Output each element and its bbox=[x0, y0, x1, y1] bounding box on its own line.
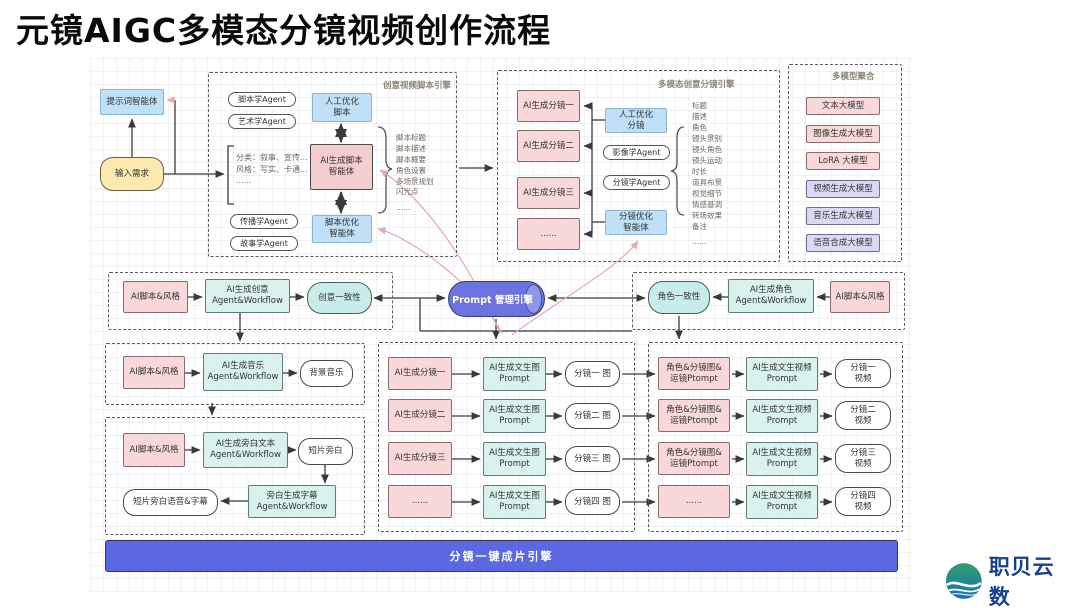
model-hub-title: 多模型聚合 bbox=[832, 72, 875, 82]
image-row-prompt: AI生成文生图 Prompt bbox=[483, 485, 546, 519]
music-script-style-box: AI脚本&风格 bbox=[123, 356, 185, 389]
one-click-film-engine-label: 分镜一键成片引擎 bbox=[449, 550, 554, 563]
music-row-panel bbox=[105, 343, 365, 405]
model-hub-panel bbox=[788, 64, 902, 262]
narration-panel bbox=[105, 417, 365, 535]
video-row-prompt: AI生成文生视频 Prompt bbox=[746, 442, 818, 476]
brand-logo: 职贝云数 bbox=[944, 555, 1076, 608]
storyboard-engine-title: 多模态创意分镜引擎 bbox=[658, 80, 735, 90]
narration-final-box: 短片旁白语音&字幕 bbox=[123, 489, 218, 516]
narration-script-style-box: AI脚本&风格 bbox=[123, 433, 185, 467]
model-text-llm: 文本大模型 bbox=[806, 97, 880, 115]
image-row-src: ...... bbox=[388, 485, 452, 518]
ai-shot-2-box: AI生成分镜二 bbox=[517, 130, 580, 162]
script-engine-title: 创意视频脚本引擎 bbox=[383, 81, 452, 91]
video-row-src: ...... bbox=[658, 485, 730, 518]
ai-shot-more-box: ...... bbox=[517, 218, 580, 250]
model-video-gen: 视频生成大模型 bbox=[806, 180, 880, 198]
storyboard-fields-list: 标题 描述 角色 镜头景别 镜头角色 镜头运动 时长 道具布景 视觉细节 情感基… bbox=[692, 101, 722, 247]
video-gen-panel bbox=[648, 342, 903, 532]
script-optimize-agent-box: 脚本优化 智能体 bbox=[312, 215, 372, 243]
brand-logo-icon bbox=[945, 563, 982, 599]
ai-shot-3-box: AI生成分镜三 bbox=[517, 177, 580, 209]
pill-storyboard-agent: 分镜学Agent bbox=[603, 175, 670, 190]
model-lora: LoRA 大模型 bbox=[806, 152, 880, 170]
image-row-prompt: AI生成文生图 Prompt bbox=[483, 357, 546, 391]
video-row-out: 分镜三 视频 bbox=[835, 444, 891, 473]
video-row-prompt: AI生成文生视频 Prompt bbox=[746, 485, 818, 519]
image-row-out: 分镜一 图 bbox=[565, 361, 620, 387]
image-row-src: AI生成分镜一 bbox=[388, 357, 452, 390]
image-gen-panel bbox=[378, 342, 635, 532]
classify-note: 分类：叙事、宣传... 风格：写实、卡通... ...... bbox=[236, 153, 308, 186]
prompt-engine-label: Prompt 管理引擎 bbox=[452, 295, 533, 306]
prompt-agent-box: 提示词智能体 bbox=[100, 89, 164, 115]
pill-script-agent: 脚本学Agent bbox=[228, 92, 296, 107]
video-row-out: 分镜一 视频 bbox=[835, 359, 891, 388]
creative-script-style-box: AI脚本&风格 bbox=[123, 281, 188, 313]
music-gen-box: AI生成音乐 Agent&Workflow bbox=[203, 353, 283, 391]
one-click-film-engine-bar: 分镜一键成片引擎 bbox=[105, 540, 898, 572]
manual-optimize-script-box: 人工优化 脚本 bbox=[312, 93, 372, 122]
pill-art-agent: 艺术学Agent bbox=[228, 114, 296, 129]
ai-shot-1-box: AI生成分镜一 bbox=[517, 90, 580, 122]
image-row-out: 分镜四 图 bbox=[565, 489, 620, 515]
model-music-gen: 音乐生成大模型 bbox=[806, 207, 880, 225]
character-consistency-box: 角色一致性 bbox=[648, 281, 710, 314]
ai-script-agent-box: AI生成脚本 智能体 bbox=[310, 144, 373, 190]
shot-optimize-agent-box: 分镜优化 智能体 bbox=[605, 210, 667, 235]
script-engine-panel bbox=[208, 72, 457, 257]
creative-consistency-box: 创意一致性 bbox=[307, 282, 372, 314]
subtitle-gen-box: 旁白生成字幕 Agent&Workflow bbox=[248, 485, 336, 518]
storyboard-engine-panel bbox=[497, 70, 780, 262]
input-demand-box: 输入需求 bbox=[100, 157, 164, 191]
pill-communication-agent: 传播学Agent bbox=[230, 214, 298, 229]
image-row-out: 分镜二 图 bbox=[565, 403, 620, 429]
prompt-engine-cylinder: Prompt 管理引擎 bbox=[448, 281, 545, 317]
model-tts: 语音合成大模型 bbox=[806, 234, 880, 252]
creative-gen-box: AI生成创意 Agent&Workflow bbox=[205, 279, 290, 313]
image-row-src: AI生成分镜二 bbox=[388, 399, 452, 432]
video-row-prompt: AI生成文生视频 Prompt bbox=[746, 399, 818, 433]
video-row-prompt: AI生成文生视频 Prompt bbox=[746, 357, 818, 391]
image-row-prompt: AI生成文生图 Prompt bbox=[483, 399, 546, 433]
video-row-src: 角色&分镜图& 运镜Ptompt bbox=[658, 399, 730, 432]
page-title: 元镜AIGC多模态分镜视频创作流程 bbox=[16, 11, 552, 50]
video-row-out: 分镜二 视频 bbox=[835, 401, 891, 430]
image-row-out: 分镜三 图 bbox=[565, 446, 620, 472]
music-output-box: 背景音乐 bbox=[300, 360, 353, 387]
character-script-style-box: AI脚本&风格 bbox=[830, 281, 890, 313]
narration-output-box: 短片旁白 bbox=[298, 438, 353, 465]
manual-optimize-shot-box: 人工优化 分镜 bbox=[605, 108, 667, 133]
image-row-prompt: AI生成文生图 Prompt bbox=[483, 442, 546, 476]
pill-imaging-agent: 影像学Agent bbox=[603, 145, 670, 160]
video-row-out: 分镜四 视频 bbox=[835, 487, 891, 516]
brand-logo-text: 职贝云数 bbox=[988, 555, 1055, 608]
pill-story-agent: 故事学Agent bbox=[230, 236, 298, 251]
character-gen-box: AI生成角色 Agent&Workflow bbox=[728, 279, 814, 313]
model-image-gen: 图像生成大模型 bbox=[806, 125, 880, 143]
image-row-src: AI生成分镜三 bbox=[388, 442, 452, 475]
narration-gen-box: AI生成旁白文本 Agent&Workflow bbox=[203, 432, 288, 468]
video-row-src: 角色&分镜图& 运镜Ptompt bbox=[658, 442, 730, 475]
script-fields-list: 脚本标题 脚本描述 脚本概要 角色设置 多场景规划 闪光点 ...... bbox=[396, 133, 434, 213]
video-row-src: 角色&分镜图& 运镜Ptompt bbox=[658, 357, 730, 390]
